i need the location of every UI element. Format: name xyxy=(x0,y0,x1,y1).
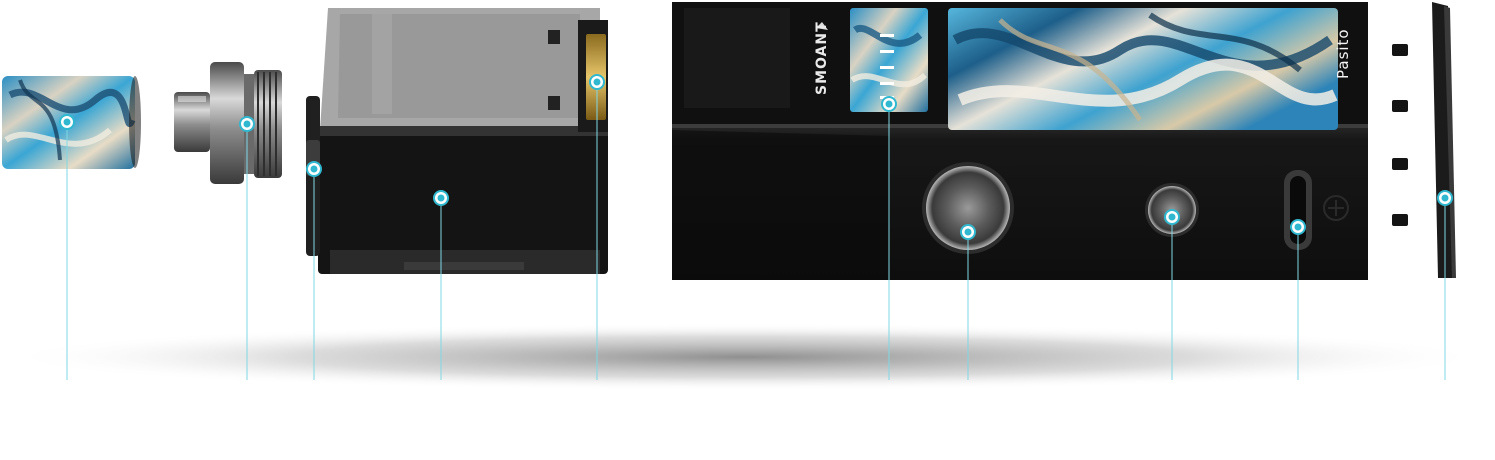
brand-text: SMOANT xyxy=(814,21,830,95)
callout-dot-pod-button xyxy=(310,165,318,173)
callout-dot-drip-tip xyxy=(63,118,71,126)
callout-dot-fire-button xyxy=(964,228,972,236)
floor-shadow xyxy=(0,323,1490,391)
led-panel xyxy=(850,8,928,112)
callout-dot-adjust-button xyxy=(1168,213,1176,221)
callout-dot-pod-cartridge xyxy=(437,194,445,202)
callout-dot-side-plate xyxy=(1441,194,1449,202)
callout-dot-led-panel xyxy=(885,100,893,108)
callout-dot-usb-port xyxy=(1294,223,1302,231)
callouts xyxy=(59,74,1453,380)
side-plate xyxy=(1432,2,1456,278)
callout-dot-adapter xyxy=(243,120,251,128)
screws xyxy=(1392,44,1408,226)
main-body xyxy=(672,2,1368,280)
callout-dot-pod-contact xyxy=(593,78,601,86)
pod-cartridge xyxy=(318,8,608,274)
adapter xyxy=(174,62,282,184)
fire-button xyxy=(922,162,1014,254)
model-text: Pasito xyxy=(1334,28,1352,80)
